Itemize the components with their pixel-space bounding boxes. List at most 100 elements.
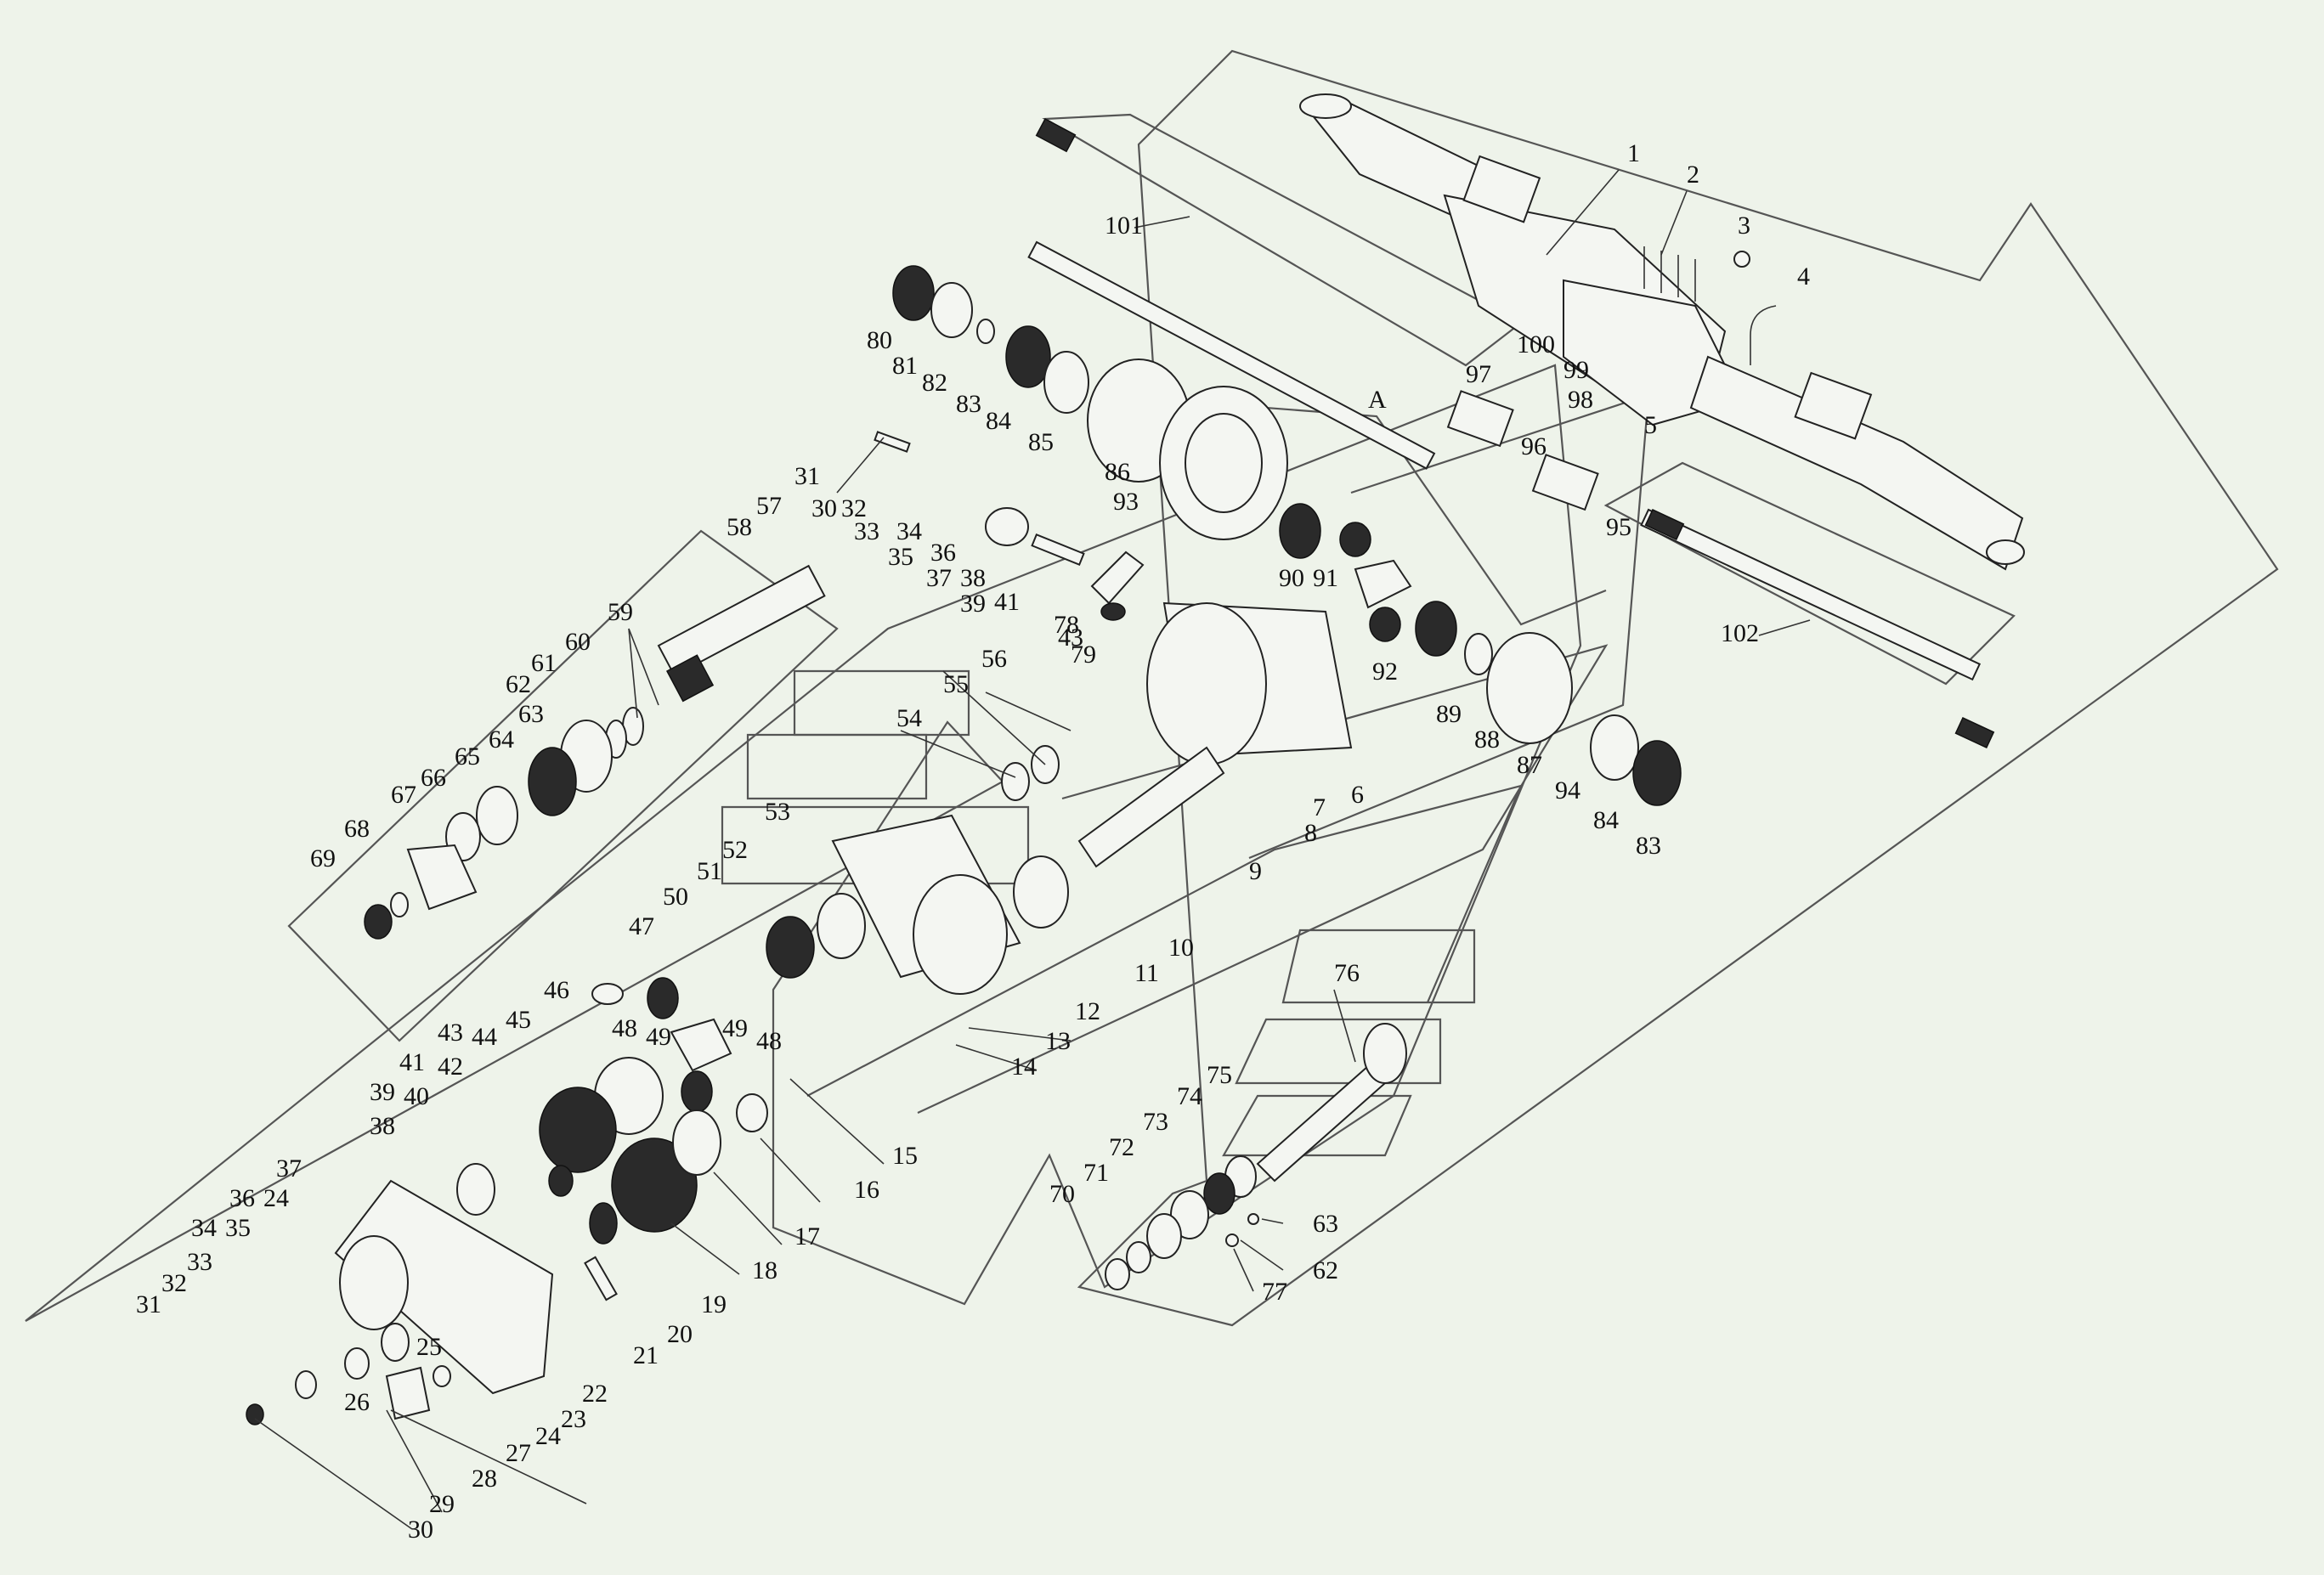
callout-22: 22 [582,1380,608,1408]
callout-36b: 36 [229,1184,255,1212]
callout-41b: 41 [399,1048,425,1076]
inner-housing-bracket-b [746,733,928,800]
spider-49 [670,1018,732,1072]
cylinder-36 [985,507,1029,546]
inter-axle-housing [766,601,1353,995]
callout-17: 17 [794,1222,820,1250]
callout-47: 47 [629,912,654,940]
callout-96: 96 [1521,432,1547,460]
callout-33: 33 [854,517,879,545]
callout-63: 63 [518,700,544,728]
washer-70 [1105,1258,1130,1290]
bearing-84 [1043,351,1089,414]
callout-97: 97 [1466,360,1491,388]
callout-29: 29 [429,1490,455,1518]
spider-pinion-top [1339,522,1371,557]
helical-gear-18 [611,1138,698,1233]
pinion-48 [681,1070,713,1113]
bearing-74 [1203,1172,1236,1215]
callout-26: 26 [344,1388,370,1416]
axle-housing-left-end [1299,93,1352,119]
callout-68: 68 [344,815,370,843]
spider-cross [1354,559,1412,609]
callout-49b: 49 [722,1014,748,1042]
callout-48b: 48 [756,1027,782,1055]
callout-20: 20 [667,1320,693,1348]
ring-71 [1126,1241,1151,1273]
washer-68 [390,892,409,917]
callout-76: 76 [1334,959,1360,987]
callout-98: 98 [1568,386,1593,414]
ring-gear-93-inner [1185,413,1263,513]
callout-19: 19 [701,1290,727,1318]
callout-28: 28 [472,1465,497,1493]
helical-gear-45 [539,1087,617,1173]
callout-37: 37 [926,564,952,592]
callout-30b: 30 [811,494,837,522]
callout-33b: 33 [187,1248,212,1276]
callout-36: 36 [930,539,956,567]
shift-rod-39 [1031,533,1085,567]
callout-12: 12 [1075,997,1100,1025]
lower-shaft-bracket-a [1281,929,1476,1004]
callout-40: 40 [404,1082,429,1110]
callout-80: 80 [867,326,892,354]
input-shaft-58-spline [665,654,715,703]
callout-57: 57 [756,492,782,520]
seal-72 [1146,1213,1182,1259]
ring-82 [976,319,995,344]
callout-84b: 84 [1593,806,1619,834]
spring-42 [548,1165,574,1197]
nut-69 [364,904,393,940]
callout-54: 54 [896,704,922,732]
callout-64: 64 [489,725,514,754]
callout-18: 18 [752,1256,777,1284]
bearing-53 [817,893,866,959]
callout-92: 92 [1372,658,1398,686]
shift-fork-78 [1090,550,1145,605]
callout-5: 5 [1644,411,1657,439]
gasket-8 [1146,602,1267,765]
carrier-case-87 [1486,632,1573,744]
callout-52: 52 [722,836,748,864]
lower-axle-shaft-frame [1603,461,2016,686]
callout-77: 77 [1262,1278,1287,1306]
ring-54 [1001,762,1030,801]
callout-35b: 35 [225,1214,251,1242]
callout-83: 83 [956,390,981,418]
callout-24: 24 [535,1422,561,1450]
bolt-31 [246,1403,264,1425]
callout-81: 81 [892,352,918,380]
callout-63b: 63 [1313,1210,1338,1238]
callout-45: 45 [506,1006,531,1034]
callout-42: 42 [438,1053,463,1081]
callout-50: 50 [663,883,688,911]
callout-23: 23 [561,1405,586,1433]
lower-shaft-bracket-b [1235,1018,1442,1085]
callout-70: 70 [1049,1180,1075,1208]
callout-21: 21 [633,1341,659,1369]
input-shaft-58 [657,564,826,677]
callout-74: 74 [1177,1082,1202,1110]
washer-46 [591,983,624,1005]
callout-87: 87 [1517,751,1542,779]
spring-43 [1100,602,1126,621]
callout-25: 25 [416,1333,442,1361]
axle-housing-right-arm [1689,355,2024,571]
callout-53: 53 [765,798,790,826]
callout-75: 75 [1207,1061,1232,1089]
callout-labels: 1234567891011121314151617181920212223242… [136,139,1810,1544]
sub-assembly-link-c [806,784,1523,1097]
callout-31: 31 [794,462,820,490]
axle-shaft-102 [1640,508,1982,681]
gear-cluster [456,977,768,1301]
callout-60: 60 [565,628,591,656]
callout-62b: 62 [1313,1256,1338,1284]
bearing-cup-83-right [1632,740,1682,806]
bearing-25 [381,1323,410,1362]
callout-102: 102 [1721,619,1759,647]
inner-housing-bracket-a [793,669,970,737]
callout-38: 38 [960,564,986,592]
front-cover-group [246,1179,554,1425]
shift-fork-group [874,431,1145,621]
